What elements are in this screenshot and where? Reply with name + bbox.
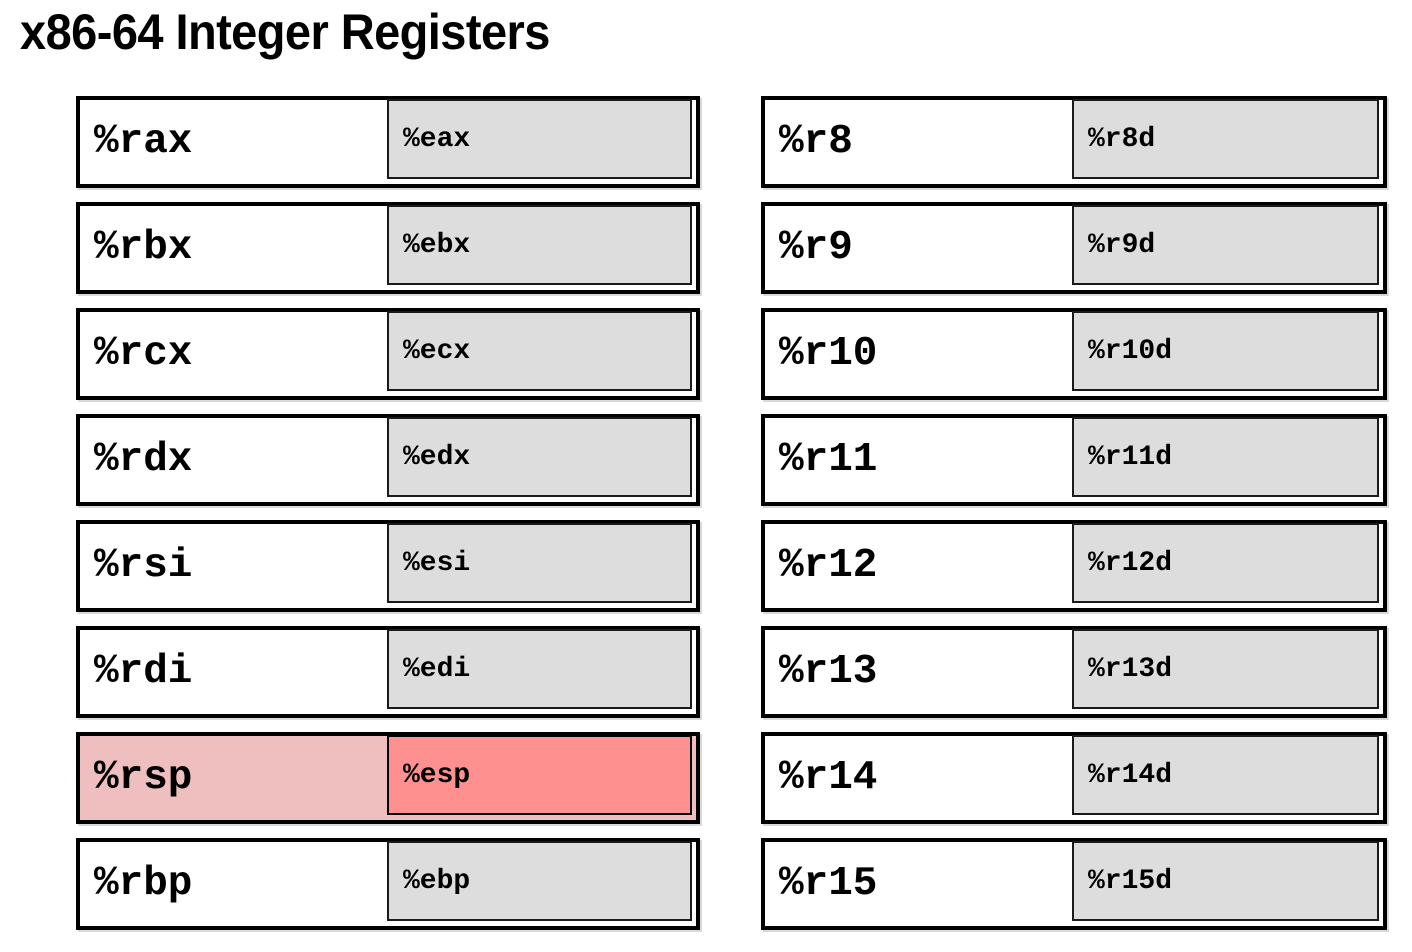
- register-64bit-label: %rdi: [94, 649, 193, 695]
- register-32bit-label: %r10d: [1088, 335, 1173, 367]
- register-64bit-label: %rbx: [94, 225, 193, 271]
- register-32bit-label: %r11d: [1088, 441, 1173, 473]
- register-row[interactable]: %r8 %r8d: [761, 96, 1387, 188]
- register-32bit-subbox[interactable]: %esi: [387, 523, 692, 603]
- register-32bit-subbox[interactable]: %ebp: [387, 841, 692, 921]
- register-column-right: %r8%r8d%r9%r9d%r10%r10d%r11%r11d%r12%r12…: [761, 96, 1387, 944]
- register-32bit-subbox[interactable]: %r10d: [1072, 311, 1379, 391]
- register-row[interactable]: %rsp %esp: [76, 732, 700, 824]
- register-64bit-label: %r11: [779, 437, 878, 483]
- register-row[interactable]: %rsi %esi: [76, 520, 700, 612]
- register-32bit-subbox[interactable]: %r14d: [1072, 735, 1379, 815]
- register-64bit-label: %rcx: [94, 331, 193, 377]
- register-64bit-label: %rsp: [94, 755, 193, 801]
- register-32bit-subbox[interactable]: %ebx: [387, 205, 692, 285]
- register-32bit-label: %esi: [403, 547, 471, 579]
- register-column-left: %rax %eax %rbx %ebx %rcx %ecx %rdx %edx %rsi %esi…: [76, 96, 700, 944]
- register-64bit-label: %r14: [779, 755, 878, 801]
- register-32bit-label: %r12d: [1088, 547, 1173, 579]
- register-32bit-label: %esp: [403, 759, 471, 791]
- register-32bit-label: %r14d: [1088, 759, 1173, 791]
- register-row[interactable]: %r10 %r10d: [761, 308, 1387, 400]
- register-32bit-label: %eax: [403, 123, 471, 155]
- register-32bit-subbox[interactable]: %edx: [387, 417, 692, 497]
- register-row[interactable]: %r11 %r11d: [761, 414, 1387, 506]
- register-64bit-label: %rsi: [94, 543, 193, 589]
- register-32bit-label: %r9d: [1088, 229, 1156, 261]
- register-32bit-subbox[interactable]: %ecx: [387, 311, 692, 391]
- register-32bit-subbox[interactable]: %r12d: [1072, 523, 1379, 603]
- register-32bit-label: %ecx: [403, 335, 471, 367]
- register-row[interactable]: %r14 %r14d: [761, 732, 1387, 824]
- register-row[interactable]: %rbx %ebx: [76, 202, 700, 294]
- register-32bit-label: %r8d: [1088, 123, 1156, 155]
- register-32bit-subbox[interactable]: %r9d: [1072, 205, 1379, 285]
- register-row[interactable]: %r15 %r15d: [761, 838, 1387, 930]
- register-64bit-label: %rax: [94, 119, 193, 165]
- register-row[interactable]: %r13 %r13d: [761, 626, 1387, 718]
- register-32bit-subbox[interactable]: %r8d: [1072, 99, 1379, 179]
- register-32bit-label: %edx: [403, 441, 471, 473]
- register-64bit-label: %r9: [779, 225, 853, 271]
- register-32bit-subbox[interactable]: %r13d: [1072, 629, 1379, 709]
- register-64bit-label: %r12: [779, 543, 878, 589]
- register-32bit-subbox[interactable]: %esp: [387, 735, 692, 815]
- register-32bit-label: %ebx: [403, 229, 471, 261]
- register-32bit-subbox[interactable]: %eax: [387, 99, 692, 179]
- register-row[interactable]: %rax %eax: [76, 96, 700, 188]
- register-64bit-label: %r10: [779, 331, 878, 377]
- register-64bit-label: %rdx: [94, 437, 193, 483]
- register-row[interactable]: %rdx %edx: [76, 414, 700, 506]
- register-32bit-subbox[interactable]: %r11d: [1072, 417, 1379, 497]
- register-32bit-label: %r13d: [1088, 653, 1173, 685]
- register-32bit-subbox[interactable]: %r15d: [1072, 841, 1379, 921]
- register-row[interactable]: %rdi %edi: [76, 626, 700, 718]
- register-64bit-label: %r15: [779, 861, 878, 907]
- register-64bit-label: %r8: [779, 119, 853, 165]
- register-32bit-label: %r15d: [1088, 865, 1173, 897]
- register-row[interactable]: %rbp %ebp: [76, 838, 700, 930]
- register-32bit-label: %edi: [403, 653, 471, 685]
- register-row[interactable]: %r9 %r9d: [761, 202, 1387, 294]
- register-row[interactable]: %rcx %ecx: [76, 308, 700, 400]
- register-row[interactable]: %r12 %r12d: [761, 520, 1387, 612]
- register-32bit-label: %ebp: [403, 865, 471, 897]
- register-32bit-subbox[interactable]: %edi: [387, 629, 692, 709]
- page-title: x86-64 Integer Registers: [20, 4, 550, 60]
- register-64bit-label: %r13: [779, 649, 878, 695]
- register-64bit-label: %rbp: [94, 861, 193, 907]
